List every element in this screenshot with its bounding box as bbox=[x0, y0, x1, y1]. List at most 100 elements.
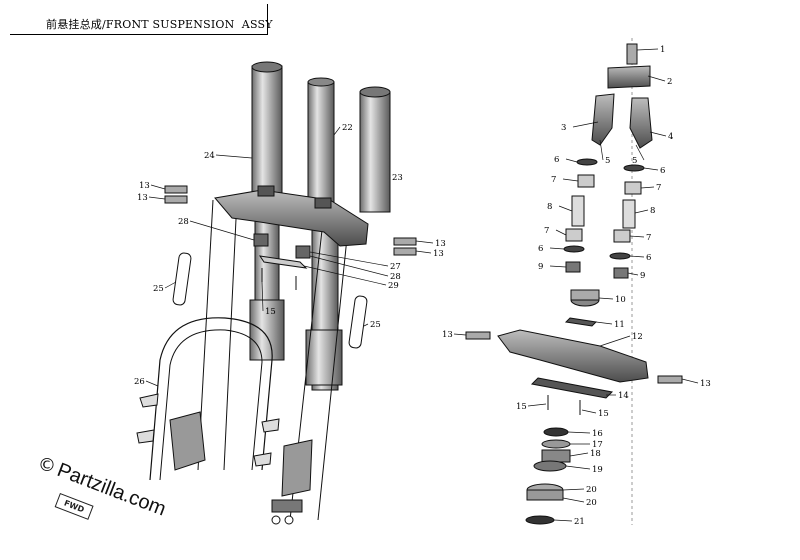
callout-c6c: 6 bbox=[538, 244, 543, 254]
leader-line-c28a bbox=[189, 220, 255, 241]
leader-line-c25a bbox=[164, 281, 177, 289]
clamp-bolt-3 bbox=[393, 237, 417, 246]
clamp-bolt-1 bbox=[164, 185, 188, 194]
leader-line-c8a bbox=[558, 205, 573, 212]
bushing-7-left bbox=[577, 174, 595, 188]
fork-cap-left bbox=[251, 61, 283, 73]
bracket-tab-1 bbox=[139, 393, 159, 408]
leader-line-c6d bbox=[629, 255, 645, 258]
callout-c23: 23 bbox=[392, 173, 403, 183]
leader-line-c28b bbox=[309, 255, 389, 277]
steering-stem-assembly bbox=[465, 38, 683, 525]
leader-line-c4 bbox=[649, 131, 667, 137]
bracket-tab-3 bbox=[261, 418, 280, 433]
leader-line-c3 bbox=[572, 121, 599, 128]
callout-c25b: 25 bbox=[370, 320, 381, 330]
callout-c8b: 8 bbox=[650, 206, 655, 216]
callout-c16: 16 bbox=[592, 429, 603, 439]
plate-29 bbox=[258, 255, 308, 269]
leader-line-c22 bbox=[333, 126, 341, 136]
fork-leg-outline-4 bbox=[317, 227, 349, 521]
callout-c15c: 15 bbox=[598, 409, 609, 419]
callout-c15b: 15 bbox=[516, 402, 527, 412]
clamp-bolt-13-left bbox=[465, 331, 491, 340]
foot-bolt-2 bbox=[284, 515, 294, 525]
leader-line-c12 bbox=[599, 335, 631, 347]
washer-6-left bbox=[576, 158, 598, 166]
callout-c18: 18 bbox=[590, 449, 601, 459]
washer-11 bbox=[564, 317, 598, 327]
leader-line-c2 bbox=[647, 75, 666, 82]
leader-line-c26 bbox=[145, 380, 159, 387]
title-box: 前悬挂总成/FRONT SUSPENSION ASSY bbox=[10, 4, 273, 35]
fork-tube-left bbox=[251, 65, 283, 197]
plate-14 bbox=[530, 377, 614, 399]
foot-bolt-1 bbox=[271, 515, 281, 525]
callout-c14: 14 bbox=[618, 391, 629, 401]
fork-tube-right bbox=[359, 91, 391, 213]
callout-c13b: 13 bbox=[137, 193, 148, 203]
callout-c4: 4 bbox=[668, 132, 673, 142]
caliper-right bbox=[281, 439, 313, 497]
callout-c9a: 9 bbox=[538, 262, 543, 272]
upper-triple-clamp bbox=[214, 189, 369, 247]
leader-line-c27 bbox=[309, 251, 389, 267]
callout-c21: 21 bbox=[574, 517, 585, 527]
callout-c20b: 20 bbox=[586, 498, 597, 508]
stem-nut-10-top bbox=[570, 289, 600, 301]
copyright-symbol: © bbox=[38, 455, 56, 476]
callout-c7a: 7 bbox=[551, 175, 556, 185]
riser-right-4 bbox=[629, 97, 653, 149]
leader-line-c7a bbox=[562, 178, 579, 182]
callout-c28b: 28 bbox=[390, 272, 401, 282]
callout-c13d: 13 bbox=[433, 249, 444, 259]
callout-c20a: 20 bbox=[586, 485, 597, 495]
callout-c5a: 5 bbox=[605, 156, 610, 166]
nut-9-left bbox=[565, 261, 581, 273]
leader-line-c6a bbox=[565, 158, 578, 163]
axle-foot-right bbox=[271, 499, 303, 513]
leader-line-c7c bbox=[555, 229, 567, 236]
handlebar-clamp-2 bbox=[607, 65, 651, 89]
leader-line-c6c bbox=[549, 247, 565, 250]
caliper-left bbox=[169, 411, 206, 471]
leader-line-c13c bbox=[415, 240, 434, 244]
clamp-bolt-13-right bbox=[657, 375, 683, 384]
callout-c11: 11 bbox=[614, 320, 625, 330]
bearing-18 bbox=[541, 449, 571, 463]
callout-c19: 19 bbox=[592, 465, 603, 475]
race-19 bbox=[533, 460, 567, 472]
leader-line-c5a bbox=[599, 139, 604, 161]
leader-line-c15b bbox=[527, 403, 547, 407]
spacer-27 bbox=[295, 245, 311, 259]
leader-line-c13f bbox=[681, 378, 699, 384]
callout-c15a: 15 bbox=[265, 307, 276, 317]
bracket-tab-4 bbox=[253, 452, 272, 467]
reflector-strip-left bbox=[172, 252, 192, 306]
callout-c13e: 13 bbox=[442, 330, 453, 340]
nut-9-right bbox=[613, 267, 629, 279]
callout-c17: 17 bbox=[592, 440, 603, 450]
leader-line-c20b bbox=[562, 497, 585, 503]
callout-c24: 24 bbox=[204, 151, 215, 161]
leader-line-c9b bbox=[627, 272, 639, 276]
leader-line-c7d bbox=[629, 235, 645, 238]
callout-c7d: 7 bbox=[646, 233, 651, 243]
fender-bracket-outer bbox=[149, 317, 273, 481]
leader-line-c9a bbox=[549, 265, 567, 268]
leader-line-c19 bbox=[565, 465, 591, 470]
diagram-title: 前悬挂总成/FRONT SUSPENSION ASSY bbox=[46, 18, 273, 31]
callout-c27: 27 bbox=[390, 262, 401, 272]
callout-c13a: 13 bbox=[139, 181, 150, 191]
damper-cap bbox=[307, 77, 335, 87]
leader-line-c15a bbox=[261, 281, 264, 312]
callout-c5b: 5 bbox=[632, 156, 637, 166]
leader-line-c29 bbox=[303, 265, 387, 286]
damper-tube-center bbox=[307, 81, 335, 203]
callout-c29: 29 bbox=[388, 281, 399, 291]
callout-c26: 26 bbox=[134, 377, 145, 387]
bracket-tab-2 bbox=[136, 429, 155, 444]
callout-c6d: 6 bbox=[646, 253, 651, 263]
